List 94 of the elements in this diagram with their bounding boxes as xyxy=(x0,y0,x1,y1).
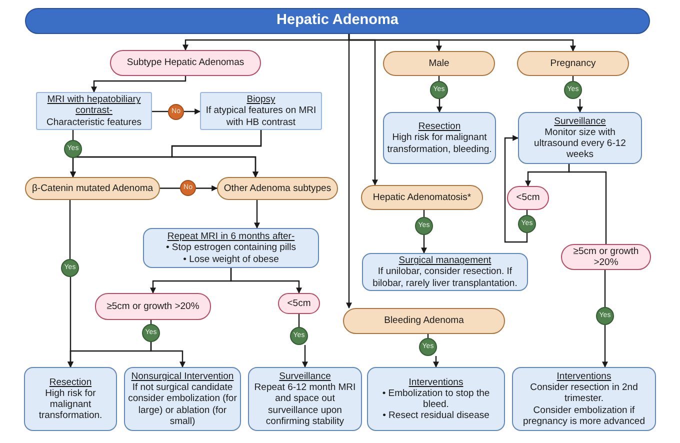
arrow xyxy=(184,108,201,114)
arrow xyxy=(433,356,439,368)
action-box xyxy=(383,112,496,164)
action-box xyxy=(124,367,241,431)
connector-line xyxy=(152,110,168,112)
box-text: High risk for malignant transformation. xyxy=(38,388,104,422)
node-label: Pregnancy xyxy=(550,58,596,70)
box-text: If atypical features on MRI with HB contrast xyxy=(204,105,318,128)
arrow xyxy=(91,76,186,93)
box-heading: MRI with hepatobiliary contrast- xyxy=(46,94,142,117)
box-text: If unilobar, consider resection. If bilobar, rarely liver transplantation. xyxy=(372,266,518,289)
arrow xyxy=(436,99,442,113)
title-banner xyxy=(25,8,650,34)
connector-line xyxy=(298,314,300,327)
box-heading: Interventions xyxy=(408,376,464,388)
arrow xyxy=(504,135,528,243)
condition-pill xyxy=(110,50,261,76)
arrow xyxy=(254,200,260,229)
action-box xyxy=(362,253,528,291)
box-heading: Surveillance xyxy=(554,116,606,127)
connector-line xyxy=(160,188,180,189)
node-label: ≥5cm or growth >20% xyxy=(106,300,200,312)
node-label: ≥5cm or growth >20% xyxy=(572,246,640,268)
no-circle xyxy=(168,104,184,120)
box-heading: Repeat MRI in 6 months after- xyxy=(167,231,295,242)
action-box xyxy=(200,92,322,130)
node-label: Other Adenoma subtypes xyxy=(224,182,332,194)
box-heading: Biopsy xyxy=(246,94,276,106)
connector-line xyxy=(604,270,606,307)
node-label: Male xyxy=(428,58,450,70)
box-text: Characteristic features xyxy=(46,116,142,128)
box-text: • Lose weight of obese xyxy=(183,254,279,265)
yes-circle xyxy=(430,81,448,99)
action-box xyxy=(36,92,152,130)
connector-line xyxy=(72,130,74,140)
node-label: <5cm xyxy=(287,298,311,310)
yes-circle xyxy=(518,215,536,233)
connector-line xyxy=(69,200,71,259)
yes-circle xyxy=(415,217,433,235)
box-heading: Resection xyxy=(49,376,92,388)
box-text: Consider resection in 2nd trimester. xyxy=(529,382,639,405)
category-pill xyxy=(25,177,160,200)
node-label: Hepatic Adenomatosis* xyxy=(372,192,472,204)
yes-circle xyxy=(290,327,308,345)
box-text: If not surgical candidate consider embolization (for large) or ablation (for small) xyxy=(128,382,237,427)
arrow xyxy=(150,342,186,368)
node-label: <5cm xyxy=(516,192,540,204)
box-heading: Surgical management xyxy=(398,255,492,266)
box-heading: Nonsurgical Intervention xyxy=(131,370,234,382)
category-pill xyxy=(343,308,505,334)
box-text: High risk for malignant transformation, bleeding. xyxy=(387,132,492,155)
action-box xyxy=(24,367,117,431)
category-pill xyxy=(217,177,338,200)
yes-circle xyxy=(142,324,160,342)
node-label: β-Catenin mutated Adenoma xyxy=(32,182,154,194)
yes-circle xyxy=(61,259,79,277)
condition-pill xyxy=(561,244,651,270)
node-label: Hepatic Adenoma xyxy=(276,12,398,30)
box-text: • Resect residual disease xyxy=(382,410,490,422)
box-text: Consider embolization if pregnancy is more advanced xyxy=(522,404,646,427)
action-box xyxy=(512,367,656,431)
no-circle xyxy=(180,180,196,196)
box-text: • Stop estrogen containing pills xyxy=(166,242,296,254)
action-box xyxy=(518,112,642,164)
yes-circle xyxy=(596,307,614,325)
arrow xyxy=(346,34,352,309)
condition-pill xyxy=(278,293,320,314)
yes-circle xyxy=(64,140,82,158)
node-label: Subtype Hepatic Adenomas xyxy=(126,57,244,69)
category-pill xyxy=(517,51,629,76)
condition-pill xyxy=(507,186,549,210)
arrow xyxy=(602,325,608,368)
action-box xyxy=(143,228,319,268)
connector-line xyxy=(568,164,607,244)
arrow xyxy=(421,235,427,254)
box-text: Repeat 6-12 month MRI and space out surveillance upon confirming stability xyxy=(253,382,357,427)
box-heading: Interventions xyxy=(556,370,612,382)
category-pill xyxy=(383,51,495,76)
action-box xyxy=(367,367,505,431)
arrow xyxy=(302,345,308,368)
box-text: • Embolization to stop the bleed. xyxy=(381,388,491,410)
box-text: Monitor size with ultrasound every 6-12 weeks xyxy=(533,126,627,160)
category-pill xyxy=(361,185,483,210)
condition-pill xyxy=(95,293,211,320)
box-heading: Resection xyxy=(418,121,461,132)
arrow xyxy=(230,268,302,294)
action-box xyxy=(248,367,362,431)
arrow xyxy=(171,130,262,178)
yes-circle xyxy=(419,338,437,356)
node-label: Bleeding Adenoma xyxy=(384,315,464,327)
yes-circle xyxy=(564,81,582,99)
arrow xyxy=(577,99,583,113)
box-heading: Surveillance xyxy=(279,370,331,382)
arrow xyxy=(196,185,218,192)
